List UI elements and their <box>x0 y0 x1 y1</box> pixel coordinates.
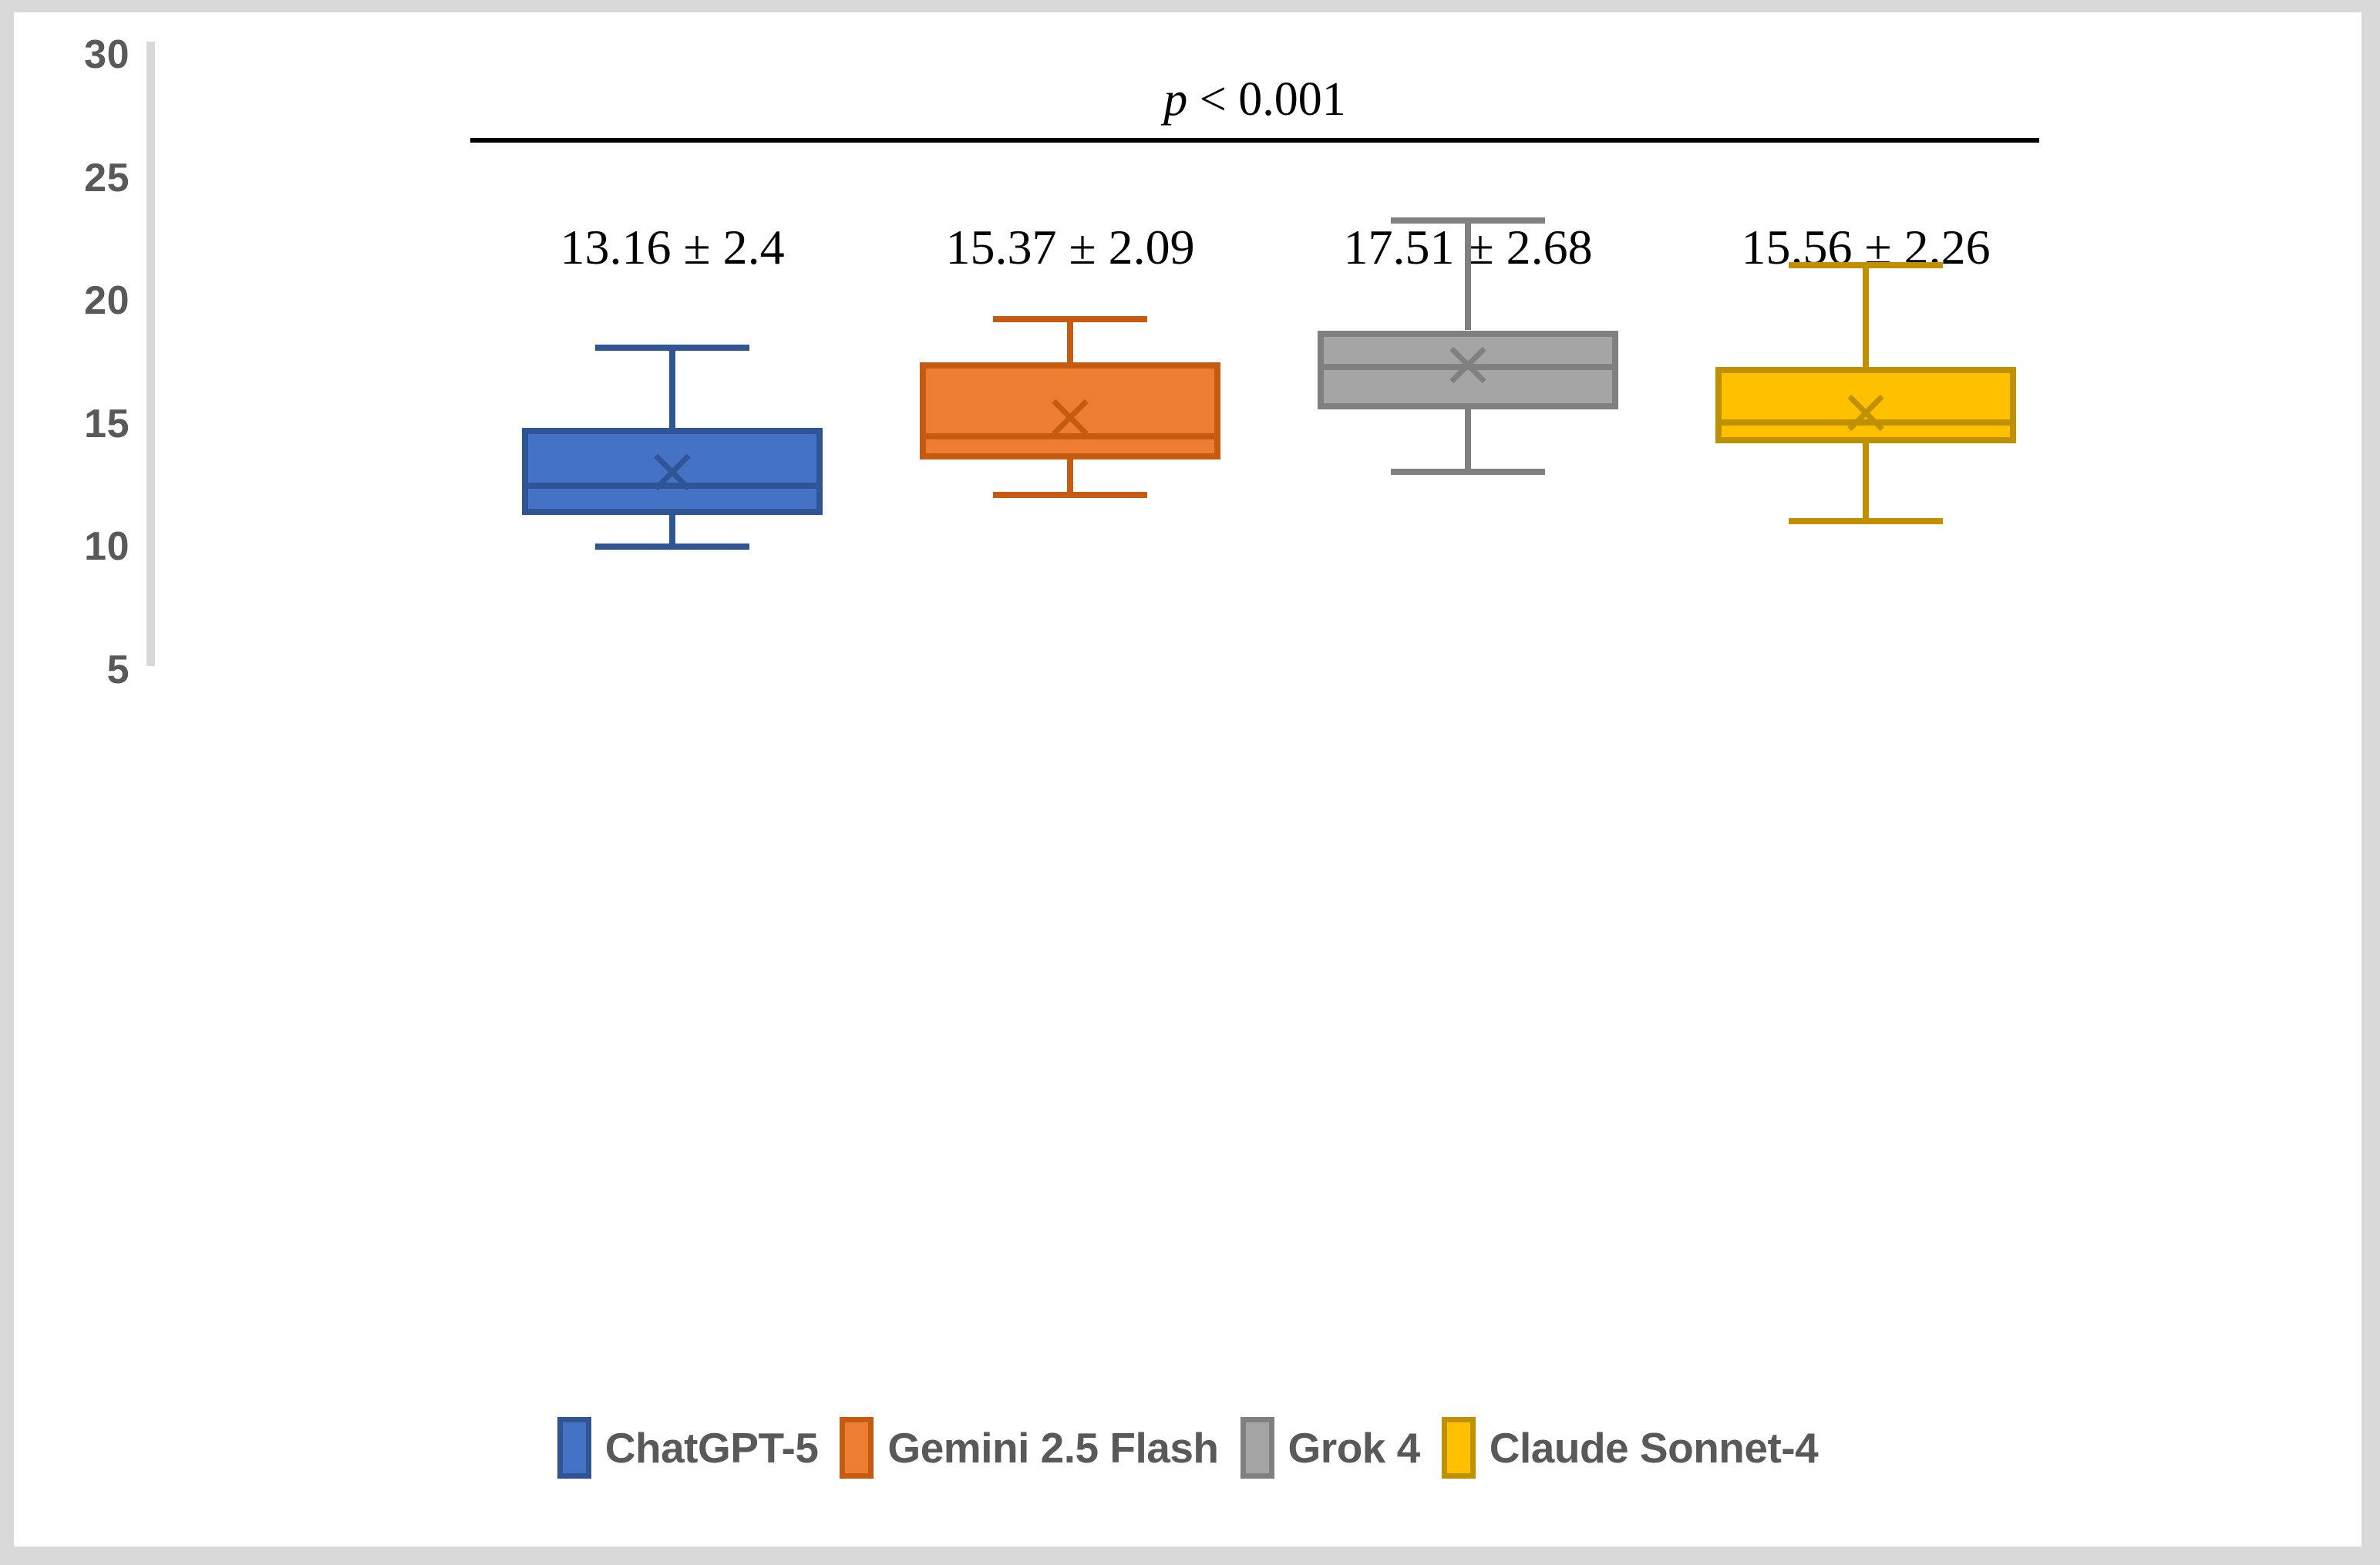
y-axis-tick-25: 25 <box>84 155 130 200</box>
whisker-lower-cap <box>1789 517 1943 524</box>
whisker-upper-cap <box>993 316 1147 323</box>
legend-swatch-icon <box>1441 1417 1476 1479</box>
y-axis-tick-20: 20 <box>84 278 130 324</box>
chart-frame: 30 25 20 15 10 5 p < 0.001 13.16 ± 2.4 15.37 ±… <box>14 12 2361 1546</box>
y-axis-tick-15: 15 <box>84 401 130 446</box>
whisker-lower-cap <box>993 492 1147 499</box>
legend-item-chatgpt-5[interactable]: ChatGPT-5 <box>557 1417 819 1479</box>
median-line <box>1715 419 2016 426</box>
whisker-lower-stem <box>1863 443 1869 521</box>
legend-label: Claude Sonnet-4 <box>1489 1424 1819 1472</box>
p-value-annotation: p < 0.001 <box>470 72 2039 127</box>
whisker-upper-cap <box>595 344 749 351</box>
chart-legend: ChatGPT-5 Gemini 2.5 Flash Grok 4 Claude So… <box>14 1417 2361 1479</box>
legend-swatch-icon <box>557 1417 591 1479</box>
median-line <box>522 482 823 489</box>
whisker-lower-stem <box>1465 409 1471 473</box>
legend-swatch-icon <box>1240 1417 1274 1479</box>
whisker-upper-stem <box>1465 220 1471 331</box>
box-iqr <box>1715 367 2016 444</box>
legend-label: Grok 4 <box>1288 1424 1421 1472</box>
whisker-lower-cap <box>1391 469 1545 476</box>
whisker-upper-cap <box>1789 261 1943 268</box>
whisker-lower-stem <box>1067 459 1073 496</box>
legend-label: ChatGPT-5 <box>604 1424 819 1472</box>
legend-swatch-icon <box>840 1417 874 1479</box>
mean-sd-label-0: 13.16 ± 2.4 <box>560 220 785 274</box>
y-axis-tick-30: 30 <box>84 32 130 77</box>
whisker-upper-stem <box>669 347 675 428</box>
legend-item-grok-4[interactable]: Grok 4 <box>1240 1417 1420 1479</box>
boxplot-chart: 30 25 20 15 10 5 p < 0.001 13.16 ± 2.4 15.37 ±… <box>14 12 2361 1546</box>
legend-label: Gemini 2.5 Flash <box>887 1424 1219 1472</box>
legend-item-claude-sonnet-4[interactable]: Claude Sonnet-4 <box>1441 1417 1819 1479</box>
y-axis-tick-5: 5 <box>106 648 130 692</box>
y-axis-tick-labels: 30 25 20 15 10 5 <box>14 12 130 1546</box>
mean-marker-x-icon <box>649 446 695 493</box>
y-axis-line <box>146 42 155 666</box>
mean-marker-x-icon <box>1445 339 1491 385</box>
whisker-lower-cap <box>595 544 749 550</box>
p-value-text: < 0.001 <box>1187 73 1346 126</box>
whisker-upper-stem <box>1863 264 1869 368</box>
mean-sd-label-1: 15.37 ± 2.09 <box>945 220 1195 274</box>
whisker-lower-stem <box>669 514 675 547</box>
whisker-upper-stem <box>1067 319 1073 362</box>
box-iqr <box>920 362 1220 460</box>
legend-item-gemini-2-5-flash[interactable]: Gemini 2.5 Flash <box>840 1417 1219 1479</box>
median-line <box>920 432 1220 439</box>
whisker-upper-cap <box>1391 217 1545 224</box>
y-axis-tick-10: 10 <box>84 524 130 570</box>
p-symbol: p <box>1163 73 1188 126</box>
mean-marker-x-icon <box>1843 387 1889 433</box>
mean-marker-x-icon <box>1047 392 1093 438</box>
significance-bracket-line <box>470 138 2039 143</box>
